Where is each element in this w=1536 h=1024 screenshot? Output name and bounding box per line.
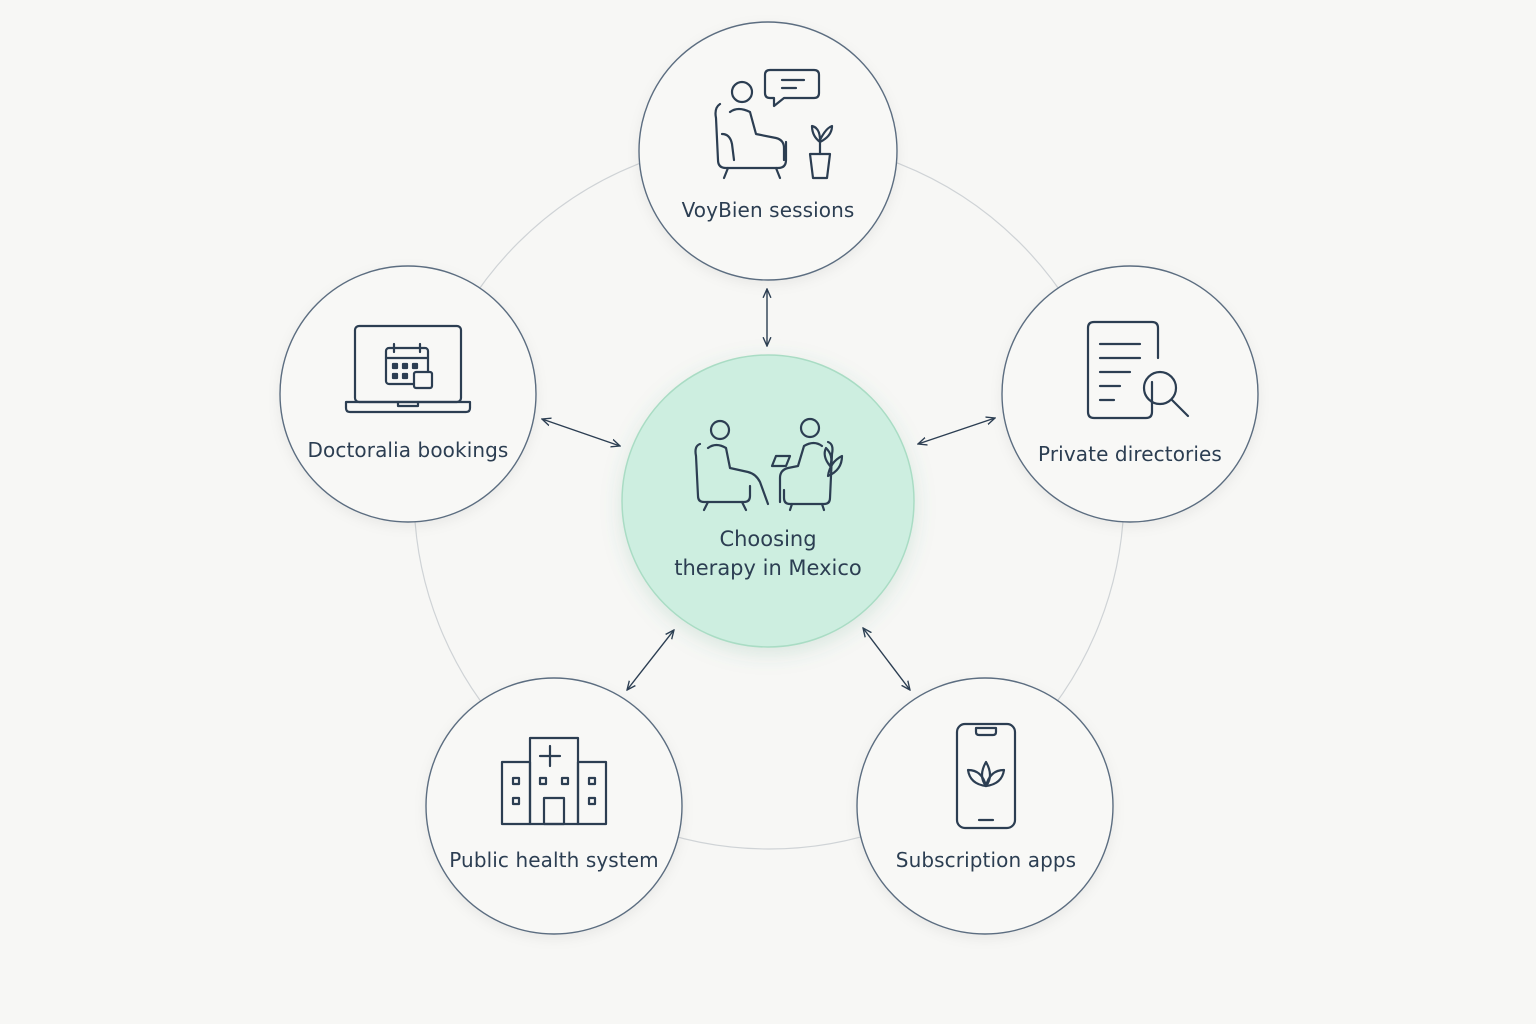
node-label-public: Public health system xyxy=(449,848,659,872)
arrow-public xyxy=(627,630,674,690)
arrow-subscription xyxy=(863,628,910,690)
arrow-private xyxy=(918,418,995,444)
node-doctoralia[interactable] xyxy=(279,265,537,523)
connectors xyxy=(542,289,995,690)
smartphone-lotus-icon xyxy=(955,722,1017,830)
node-voybien[interactable] xyxy=(638,21,898,281)
node-subscription[interactable] xyxy=(856,677,1114,935)
therapy-session-icon xyxy=(694,417,844,512)
node-private[interactable] xyxy=(1001,265,1259,523)
node-public[interactable] xyxy=(425,677,683,935)
counseling-armchair-icon xyxy=(714,68,834,180)
node-label-subscription: Subscription apps xyxy=(895,848,1077,872)
document-search-icon xyxy=(1086,320,1190,420)
hospital-icon xyxy=(500,736,608,826)
laptop-calendar-icon xyxy=(344,324,472,414)
center-label-line2: therapy in Mexico xyxy=(674,556,862,580)
arrow-doctoralia xyxy=(542,419,620,446)
node-label-voybien: VoyBien sessions xyxy=(681,198,855,222)
node-label-private: Private directories xyxy=(1038,442,1222,466)
center-label-line1: Choosing xyxy=(719,527,817,551)
node-label-doctoralia: Doctoralia bookings xyxy=(307,438,509,462)
